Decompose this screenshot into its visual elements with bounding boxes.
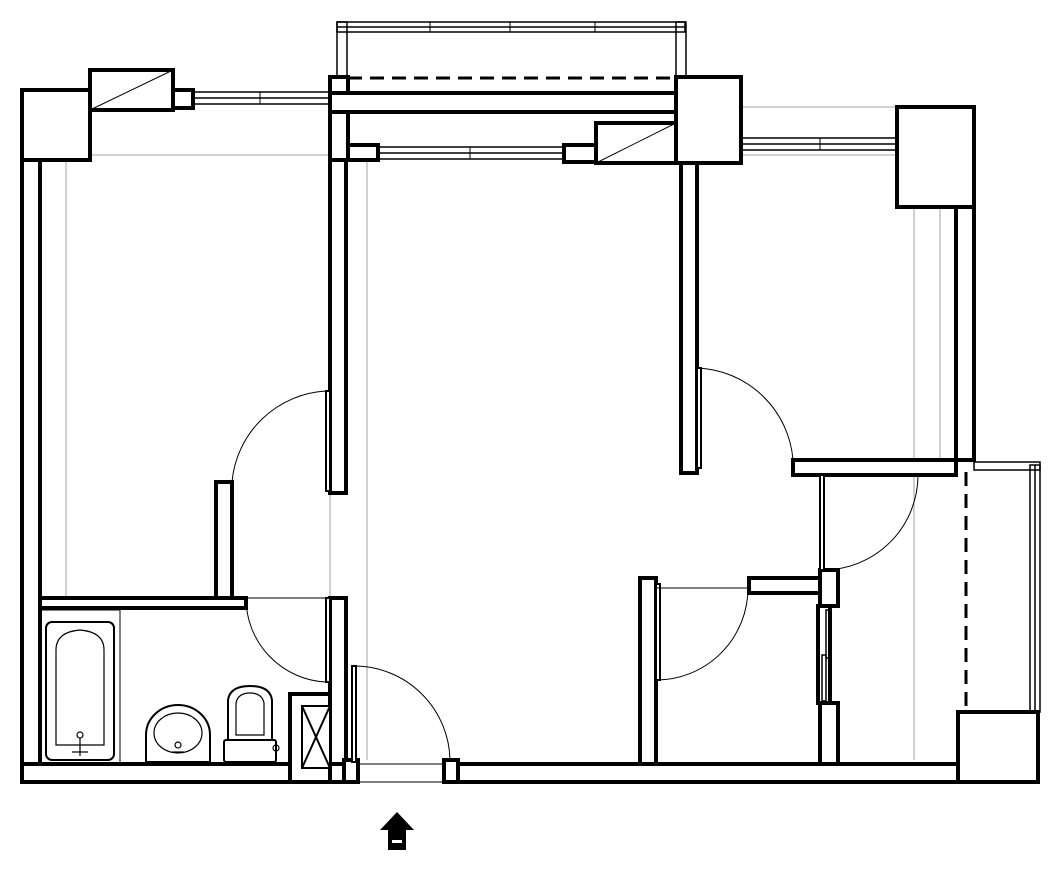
bathtub-icon bbox=[45, 621, 115, 761]
door-bathroom bbox=[245, 597, 331, 683]
balcony-top bbox=[336, 21, 687, 80]
exterior-walls bbox=[20, 75, 1040, 784]
door-corridor-right bbox=[819, 474, 919, 571]
door-entrance bbox=[342, 665, 460, 784]
door-small-room bbox=[655, 583, 749, 681]
toilet-icon bbox=[223, 684, 280, 763]
entrance-arrow-icon bbox=[380, 812, 414, 850]
window-top-middle bbox=[346, 121, 678, 165]
door-left-room bbox=[231, 390, 331, 492]
balcony-right bbox=[964, 461, 1041, 713]
bathroom-fixtures bbox=[39, 609, 332, 784]
doors bbox=[231, 367, 919, 784]
guide-lines bbox=[40, 106, 941, 760]
washbasin-icon bbox=[145, 704, 211, 763]
closet-doors bbox=[821, 609, 831, 702]
window-top-left bbox=[88, 68, 331, 112]
interior-walls bbox=[38, 158, 958, 766]
door-right-room bbox=[696, 367, 794, 469]
shaft-icon bbox=[288, 692, 332, 784]
window-top-right bbox=[740, 137, 898, 151]
